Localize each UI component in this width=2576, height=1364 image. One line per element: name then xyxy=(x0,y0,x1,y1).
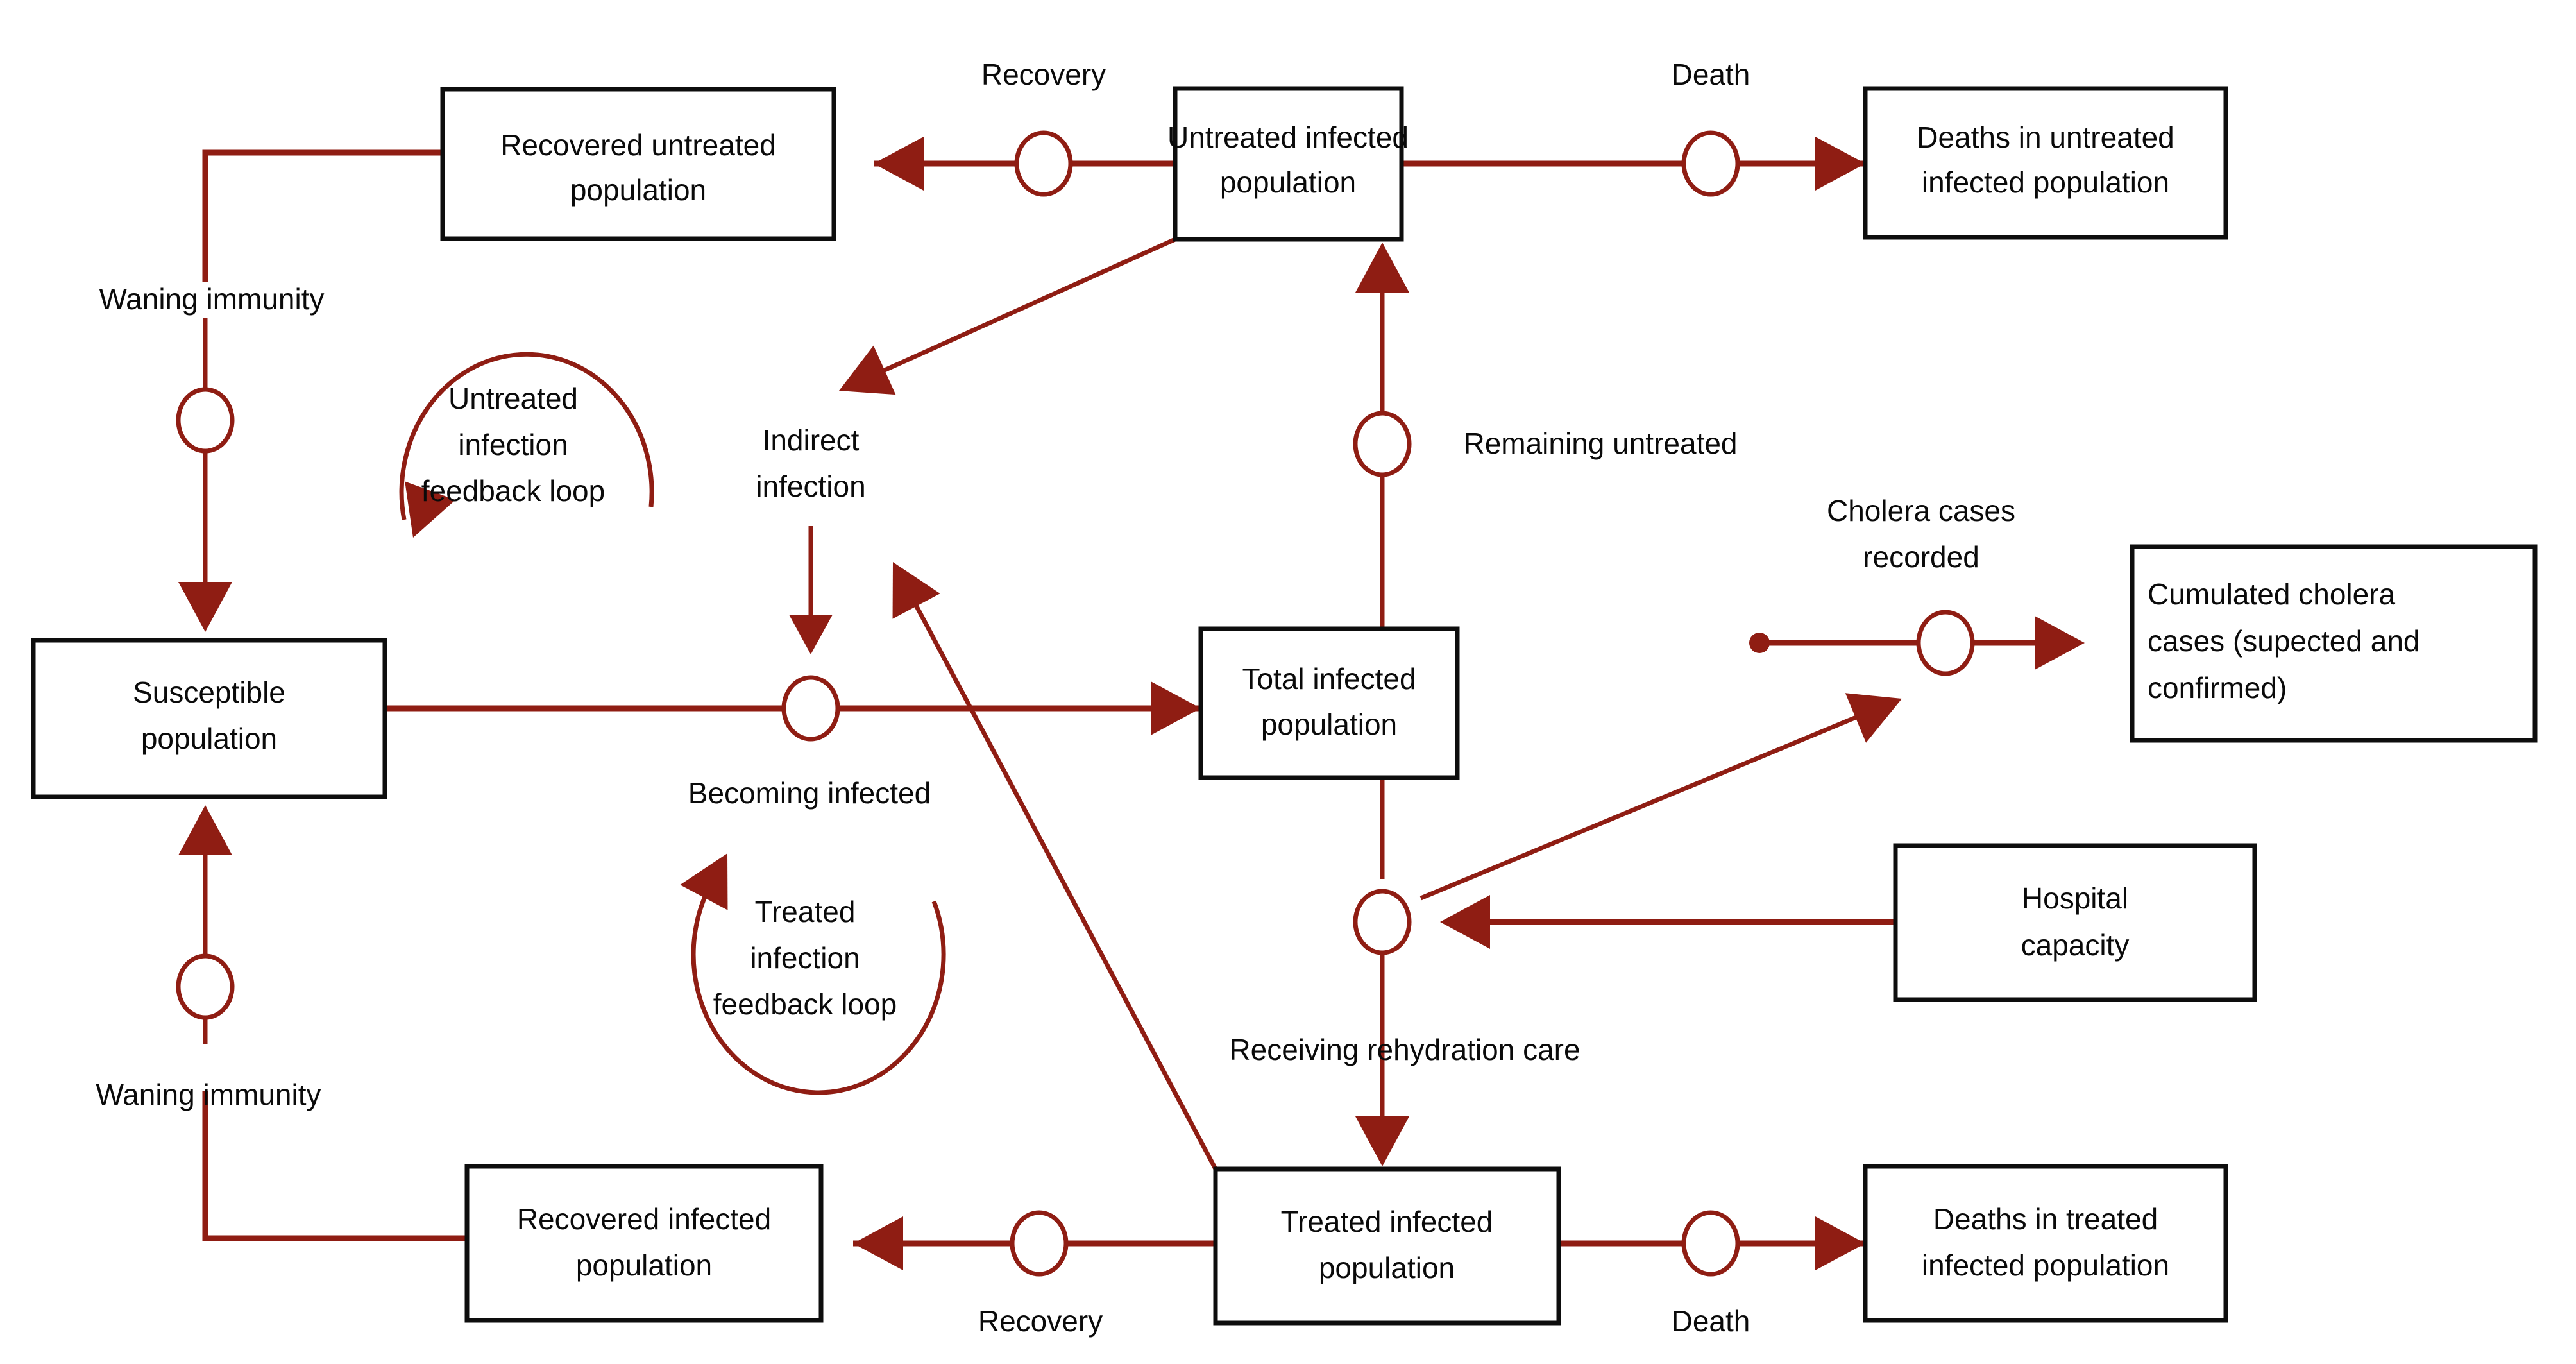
stock-label-line2: cases (supected and xyxy=(2148,624,2420,658)
stock-recovered-untreated-population[interactable]: Recovered untreated population xyxy=(440,87,836,241)
link-treated-to-indirect-infection xyxy=(899,576,1218,1170)
arrowhead-untreated-to-indirect xyxy=(827,345,896,416)
stock-label-line1: Deaths in treated xyxy=(1933,1202,2158,1236)
loop-label-line2: infection xyxy=(458,428,568,461)
loop-label-untreated-infection-feedback-loop: Untreated infection feedback loop xyxy=(421,382,605,507)
aux-indirect-infection: Indirect infection xyxy=(756,423,865,503)
stock-susceptible-population[interactable]: Susceptible population xyxy=(31,638,387,799)
arrowhead-cumulated-cases xyxy=(2035,616,2085,670)
stock-label-line2: population xyxy=(570,173,706,207)
flow-label-recovery-top: Recovery xyxy=(981,58,1106,91)
valve-recovery-untreated[interactable] xyxy=(1014,130,1073,197)
arrowhead-treated-feedback-loop xyxy=(680,840,752,910)
loop-label-treated-infection-feedback-loop: Treated infection feedback loop xyxy=(713,895,897,1021)
stock-deaths-in-untreated-infected-population[interactable]: Deaths in untreated infected population xyxy=(1863,86,2228,240)
stock-label-line1: Treated infected xyxy=(1281,1205,1493,1238)
stock-hospital-capacity[interactable]: Hospital capacity xyxy=(1893,843,2257,1002)
stock-label-line2: population xyxy=(1319,1251,1455,1284)
flow-label-waning-immunity-top: Waning immunity xyxy=(99,282,324,316)
arrowhead-cases-recorded-inflow xyxy=(1845,674,1913,743)
arrowhead-recovery-untreated xyxy=(874,137,924,191)
arrowhead-waning-immunity-bottom xyxy=(178,805,232,855)
arrowhead-rehydration xyxy=(1355,1116,1409,1166)
stock-cumulated-cholera-cases[interactable]: Cumulated cholera cases (supected and co… xyxy=(2130,544,2538,743)
aux-label-line2: infection xyxy=(756,470,865,503)
stock-total-infected-population[interactable]: Total infected population xyxy=(1198,626,1460,780)
stock-label-line1: Susceptible xyxy=(133,676,285,709)
treated-feedback-loop-arc xyxy=(691,873,946,1095)
loop-label-line3: feedback loop xyxy=(421,474,605,507)
stock-label-line2: infected population xyxy=(1922,1249,2169,1282)
stock-label-line2: population xyxy=(1261,708,1397,741)
arrowhead-indirect-to-becoming-infected xyxy=(789,615,833,654)
stock-label-line1: Recovered untreated xyxy=(500,128,776,162)
link-rehydration-to-cases-recorded xyxy=(1419,703,1885,901)
valve-cholera-cases-recorded[interactable] xyxy=(1916,610,1975,676)
arrowhead-hospital-capacity xyxy=(1440,895,1490,949)
stock-label-line1: Recovered infected xyxy=(517,1202,771,1236)
stock-label-line2: population xyxy=(141,722,277,755)
untreated-feedback-loop-arc xyxy=(399,352,654,520)
valve-recovery-treated[interactable] xyxy=(1010,1210,1069,1277)
flow-label-death-bottom: Death xyxy=(1672,1304,1750,1338)
flow-label-death-top: Death xyxy=(1672,58,1750,91)
valve-becoming-infected[interactable] xyxy=(781,675,840,742)
arrowhead-becoming-infected xyxy=(1151,681,1201,735)
stock-label-line2: capacity xyxy=(2021,928,2130,962)
stock-label-line1: Deaths in untreated xyxy=(1917,121,2174,154)
arrowhead-recovery-treated xyxy=(853,1216,903,1270)
stock-label-line1: Untreated infected xyxy=(1167,121,1409,154)
aux-label-line2: recorded xyxy=(1863,540,1979,574)
stock-recovered-infected-population[interactable]: Recovered infected population xyxy=(464,1164,824,1323)
link-untreated-to-indirect-infection xyxy=(851,237,1176,388)
valve-death-treated[interactable] xyxy=(1681,1210,1740,1277)
arrowhead-death-untreated xyxy=(1815,137,1865,191)
arrowhead-death-treated xyxy=(1815,1216,1865,1270)
valve-waning-immunity-bottom[interactable] xyxy=(176,953,235,1020)
loop-label-line3: feedback loop xyxy=(713,987,897,1021)
stock-label-line1: Cumulated cholera xyxy=(2148,577,2396,611)
stock-treated-infected-population[interactable]: Treated infected population xyxy=(1213,1166,1561,1326)
arrowhead-remaining-untreated xyxy=(1355,243,1409,293)
valve-waning-immunity-top[interactable] xyxy=(176,387,235,454)
flow-label-receiving-rehydration-care: Receiving rehydration care xyxy=(1229,1033,1580,1066)
stock-label-line3: confirmed) xyxy=(2148,671,2287,704)
stock-deaths-in-treated-infected-population[interactable]: Deaths in treated infected population xyxy=(1863,1164,2228,1323)
stock-label-line2: population xyxy=(576,1249,712,1282)
flow-pipe-waning-immunity-top-elbow xyxy=(202,149,443,282)
loop-label-line2: infection xyxy=(750,941,860,975)
stock-untreated-infected-population[interactable]: Untreated infected population xyxy=(1167,86,1409,242)
stock-label-line2: infected population xyxy=(1922,166,2169,199)
flow-label-recovery-bottom: Recovery xyxy=(978,1304,1103,1338)
aux-label-line1: Cholera cases xyxy=(1827,494,2015,527)
loop-label-line1: Treated xyxy=(755,895,856,928)
arrowhead-waning-immunity-top xyxy=(178,582,232,632)
flow-label-remaining-untreated: Remaining untreated xyxy=(1463,427,1737,460)
arrowhead-treated-to-indirect xyxy=(869,549,940,619)
flow-pipe-waning-immunity-bottom-elbow xyxy=(202,1091,467,1241)
valve-remaining-untreated[interactable] xyxy=(1353,411,1412,477)
flow-label-cholera-cases-recorded: Cholera cases recorded xyxy=(1827,494,2015,574)
aux-label-line1: Indirect xyxy=(763,423,860,457)
stock-label-line1: Hospital xyxy=(2022,882,2128,915)
loop-label-line1: Untreated xyxy=(448,382,578,415)
flow-label-becoming-infected: Becoming infected xyxy=(688,776,931,810)
flow-label-waning-immunity-bottom: Waning immunity xyxy=(96,1078,321,1111)
valve-receiving-rehydration-care[interactable] xyxy=(1353,889,1412,955)
valve-death-untreated[interactable] xyxy=(1681,130,1740,197)
stock-label-line1: Total infected xyxy=(1242,662,1416,695)
stock-label-line2: population xyxy=(1220,166,1356,199)
